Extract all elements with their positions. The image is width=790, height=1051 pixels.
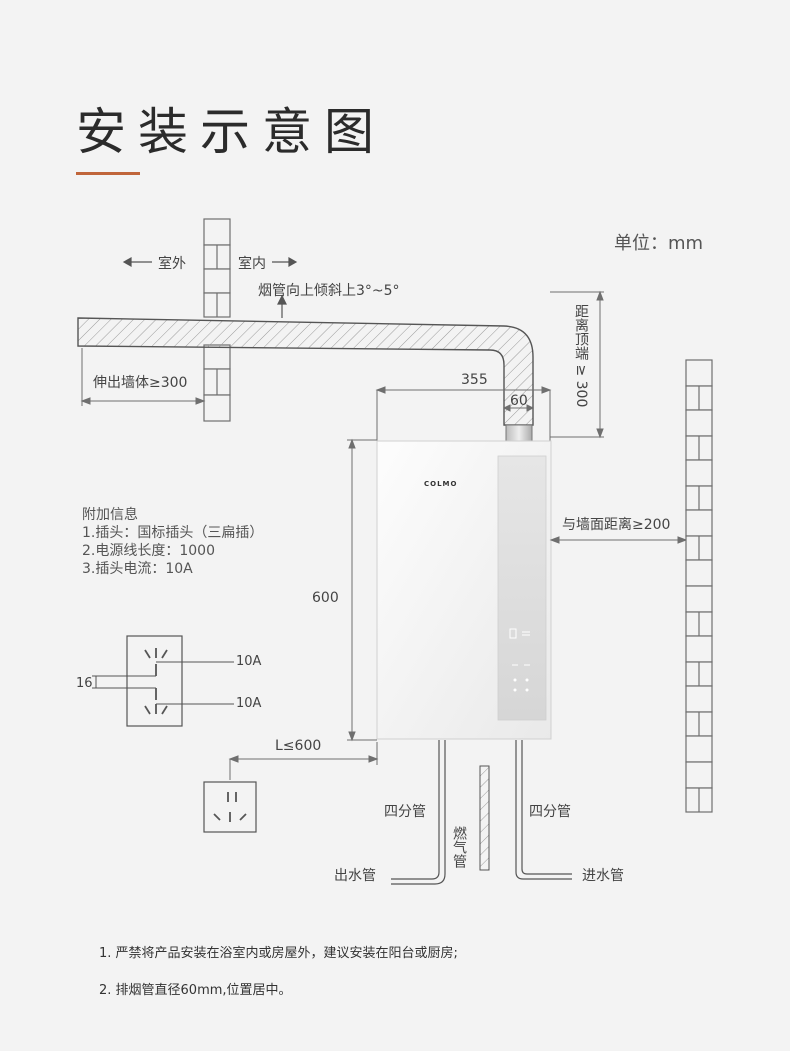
control-panel xyxy=(497,455,547,721)
top-distance-dimension xyxy=(550,290,604,439)
width-355-label: 355 xyxy=(461,372,488,388)
cable-dimension xyxy=(228,742,379,780)
socket-16-label: 16 xyxy=(76,676,93,691)
extra-info-item: 3.插头电流：10A xyxy=(82,561,193,577)
flue-collar xyxy=(505,424,533,442)
quarter-pipe-right-label: 四分管 xyxy=(529,804,571,820)
gas-pipe-label: 燃气管 xyxy=(451,826,467,868)
page-title: 安装示意图 xyxy=(76,103,386,161)
socket-front-icon xyxy=(203,781,257,833)
extra-info-heading: 附加信息 xyxy=(82,507,138,523)
height-600-label: 600 xyxy=(312,590,339,606)
height-dimension xyxy=(347,438,377,742)
flue-tilt-label: 烟管向上倾斜上3°~5° xyxy=(258,283,400,299)
indoor-label: 室内 xyxy=(238,256,266,272)
socket-10a-top-label: 10A xyxy=(236,654,262,669)
extra-info-item: 2.电源线长度：1000 xyxy=(82,543,215,559)
water-heater xyxy=(376,440,552,740)
exterior-wall xyxy=(203,218,231,422)
protrude-label: 伸出墙体≥300 xyxy=(93,375,188,391)
pipe-60-label: 60 xyxy=(510,393,528,409)
outdoor-label: 室外 xyxy=(158,256,186,272)
protrude-dimension xyxy=(80,348,206,406)
title-underline xyxy=(76,172,140,175)
unit-label: 单位：mm xyxy=(614,233,704,254)
outlet-pipe-label: 出水管 xyxy=(334,868,376,884)
wall-distance-label: 与墙面距离≥200 xyxy=(562,517,671,533)
wall-distance-dimension xyxy=(549,536,688,544)
pipes xyxy=(391,740,572,885)
cable-length-label: L≤600 xyxy=(275,738,322,754)
note-2: 2. 排烟管直径60mm,位置居中。 xyxy=(99,983,292,998)
socket-detail-icon xyxy=(92,635,234,727)
flue-pipe xyxy=(77,317,534,426)
extra-info-item: 1.插头：国标插头（三扁插） xyxy=(82,525,264,541)
side-wall xyxy=(685,359,713,813)
extra-info: 附加信息 1.插头：国标插头（三扁插） 2.电源线长度：1000 3.插头电流：… xyxy=(82,506,263,578)
brand-logo: COLMO xyxy=(424,480,458,488)
top-distance-label: 距离顶端 ≥ 300 xyxy=(573,304,589,408)
quarter-pipe-left-label: 四分管 xyxy=(384,804,426,820)
outdoor-indoor-arrows xyxy=(122,256,298,318)
width-dimension xyxy=(375,386,552,445)
inlet-pipe-label: 进水管 xyxy=(582,868,624,884)
socket-10a-bottom-label: 10A xyxy=(236,696,262,711)
note-1: 1. 严禁将产品安装在浴室内或房屋外，建议安装在阳台或厨房; xyxy=(99,946,458,961)
gas-pipe xyxy=(479,765,490,871)
